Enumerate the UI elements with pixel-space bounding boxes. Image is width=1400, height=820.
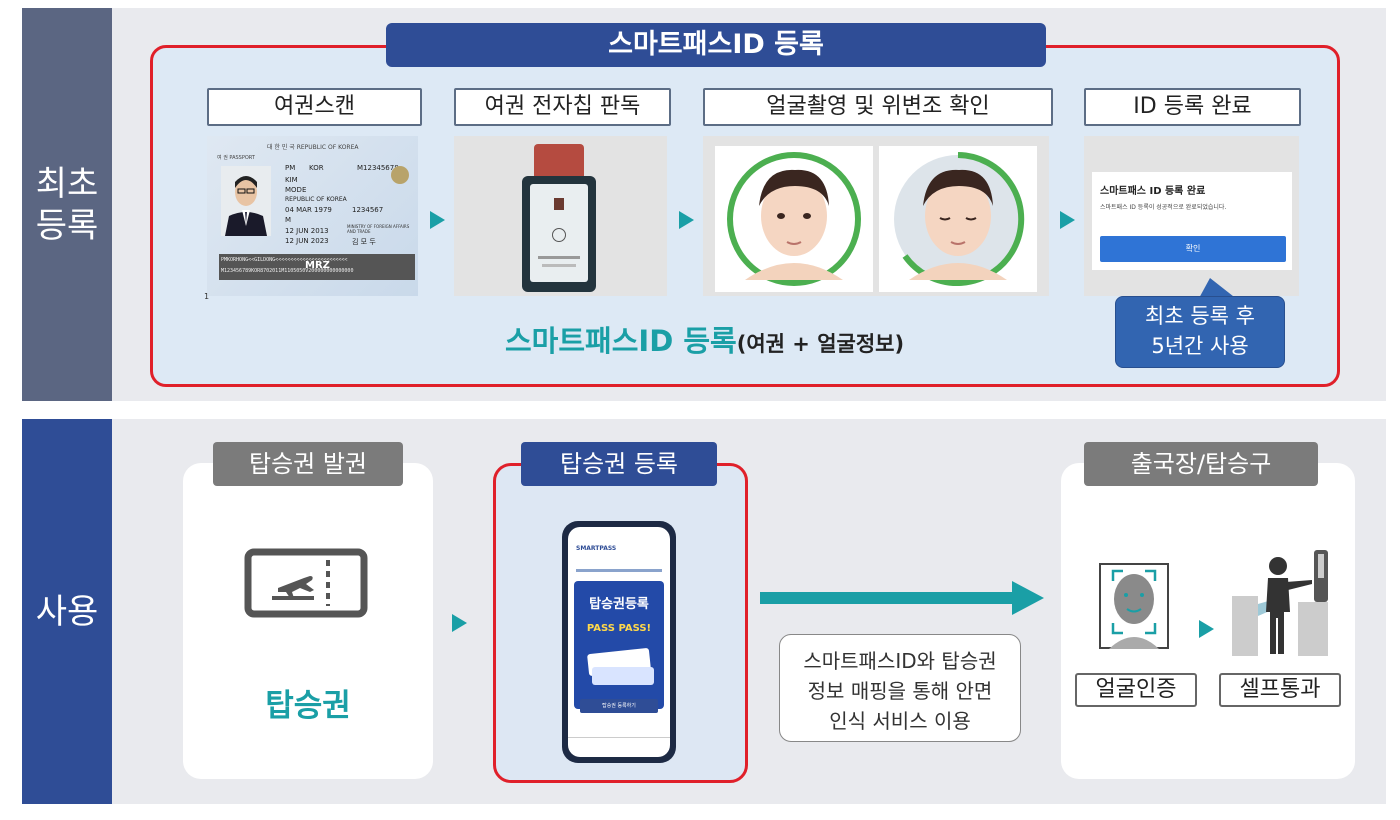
self-pass-gate-icon (1232, 550, 1332, 660)
self-pass-label: 셀프통과 (1219, 673, 1341, 707)
register-phone-progress (576, 569, 662, 572)
passport-expiry: 12 JUN 2023 (285, 237, 329, 245)
passport-photo (221, 166, 271, 236)
ticket-issue-title: 탑승권 발권 (213, 442, 403, 486)
mapping-arrow-shaft (760, 592, 1016, 604)
registration-caption-main: 스마트패스ID 등록 (505, 324, 737, 358)
registration-title: 스마트패스ID 등록 (386, 23, 1046, 67)
arrow-5-icon (1199, 620, 1214, 638)
five-year-callout: 최초 등록 후 5년간 사용 (1115, 296, 1285, 368)
phone-screen (530, 184, 588, 282)
passport-header: 대 한 민 국 REPUBLIC OF KOREA (267, 144, 359, 151)
passport-seal (391, 166, 409, 184)
passport-issue: 12 JUN 2013 (285, 227, 329, 235)
face-auth-label: 얼굴인증 (1075, 673, 1197, 707)
face-capture-right-panel (879, 146, 1037, 292)
phone-device (522, 176, 596, 292)
passport-mrz-line-2: M123456789KOR8702011M1105050V20000000000… (221, 268, 354, 274)
boarding-pass-graphic-2 (592, 667, 654, 685)
arrow-4-icon (452, 614, 467, 632)
passport-number: M12345678 (357, 164, 399, 172)
passport-page-number: 1 (204, 292, 210, 301)
passport-personal-no: 1234567 (352, 206, 384, 214)
ticket-issue-card (183, 463, 433, 779)
passport-country: KOR (309, 164, 324, 172)
register-phone-button[interactable]: 탑승권 등록하기 (580, 699, 658, 713)
arrow-1-icon (430, 211, 445, 229)
section-label-usage: 사용 (22, 419, 112, 804)
step-label-id-complete: ID 등록 완료 (1084, 88, 1301, 126)
passport-sex: M (285, 216, 292, 224)
arrow-3-icon (1060, 211, 1075, 229)
step-label-face-capture: 얼굴촬영 및 위변조 확인 (703, 88, 1053, 126)
chip-bar-2 (542, 264, 576, 267)
step-label-chip-read: 여권 전자칩 판독 (454, 88, 671, 126)
face-capture-image (703, 136, 1049, 296)
passport-mrz-line-1: PMKORHONG<<GILDONG<<<<<<<<<<<<<<<<<<<<<<… (221, 257, 348, 263)
face-closed-eyes-icon (894, 152, 1025, 286)
face-open-eyes-icon (727, 152, 861, 286)
passport-image: 대 한 민 국 REPUBLIC OF KOREA 여 권 PASSPORT P… (207, 136, 418, 296)
register-phone-screen: SMARTPASS 탑승권등록 PASS PASS! 탑승권 등록하기 (568, 527, 670, 757)
face-capture-left-panel (715, 146, 873, 292)
register-phone-headline: 탑승권등록 (589, 597, 649, 612)
passport-mrz-strip: PMKORHONG<<GILDONG<<<<<<<<<<<<<<<<<<<<<<… (219, 254, 415, 280)
ticket-icon (244, 548, 368, 622)
passport-code: PM (285, 164, 296, 172)
id-complete-dialog: 스마트패스 ID 등록 완료 스마트패스 ID 등록이 성공적으로 완료되었습니… (1092, 172, 1292, 270)
gate-title: 출국장/탑승구 (1084, 442, 1318, 486)
chip-passport-icon (554, 198, 564, 210)
register-phone-tabbar (568, 737, 670, 754)
register-phone-brand: SMARTPASS (576, 545, 617, 552)
chip-read-image (454, 136, 667, 296)
id-complete-image: 스마트패스 ID 등록 완료 스마트패스 ID 등록이 성공적으로 완료되었습니… (1084, 136, 1299, 296)
passport-type: 여 권 PASSPORT (217, 155, 255, 161)
ticket-label: 탑승권 (265, 688, 351, 724)
mapping-description: 스마트패스ID와 탑승권 정보 매핑을 통해 안면 인식 서비스 이용 (779, 634, 1021, 742)
passport-dob: 04 MAR 1979 (285, 206, 332, 214)
registration-caption-sub: (여권 + 얼굴정보) (736, 332, 905, 356)
chip-bar (538, 256, 580, 259)
mapping-arrow-head-icon (1012, 581, 1044, 615)
passport-given: MODE (285, 186, 307, 194)
arrow-2-icon (679, 211, 694, 229)
registration-caption: 스마트패스ID 등록(여권 + 얼굴정보) (505, 318, 904, 360)
step-label-passport-scan: 여권스캔 (207, 88, 422, 126)
chip-circle-icon (552, 228, 566, 242)
id-complete-dialog-title: 스마트패스 ID 등록 완료 (1100, 186, 1206, 197)
passport-authority: MINISTRY OF FOREIGN AFFAIRS AND TRADE (347, 224, 410, 234)
id-complete-dialog-message: 스마트패스 ID 등록이 성공적으로 완료되었습니다. (1100, 204, 1227, 211)
section-label-initial-registration: 최초 등록 (22, 8, 112, 401)
face-recognition-icon (1099, 563, 1169, 653)
register-phone: SMARTPASS 탑승권등록 PASS PASS! 탑승권 등록하기 (562, 521, 676, 763)
passport-nationality: REPUBLIC OF KOREA (285, 196, 347, 203)
register-phone-sub: PASS PASS! (586, 623, 652, 634)
passport-korean-name: 김 모 두 (352, 238, 376, 246)
ticket-register-title: 탑승권 등록 (521, 442, 717, 486)
callout-pointer (1198, 278, 1238, 300)
register-phone-banner: 탑승권등록 PASS PASS! (574, 581, 664, 709)
passport-mrz-tag: MRZ (305, 260, 330, 271)
id-complete-confirm-button[interactable]: 확인 (1100, 236, 1286, 262)
passport-surname: KIM (285, 176, 298, 184)
